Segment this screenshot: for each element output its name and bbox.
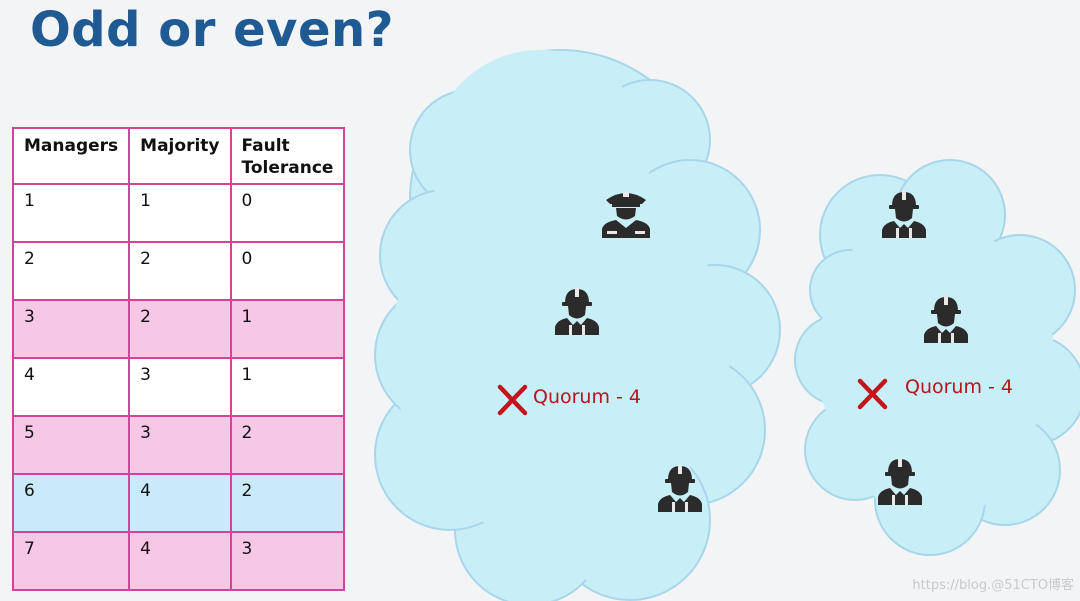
cell-majority: 3 — [128, 415, 232, 475]
cell-majority: 4 — [128, 473, 232, 533]
left-quorum-label: Quorum - 4 — [533, 386, 642, 408]
right-cloud — [794, 159, 1080, 556]
cell-fault-tolerance: 0 — [229, 241, 346, 301]
failed-quorum-x-icon — [857, 378, 888, 410]
table-row: 6 4 2 — [11, 473, 346, 533]
cell-managers: 4 — [11, 357, 131, 417]
header-managers: Managers — [11, 127, 131, 185]
quorum-table: Managers Majority Fault Tolerance 1 1 0 … — [11, 127, 346, 591]
cell-majority: 4 — [128, 531, 232, 591]
cell-managers: 5 — [11, 415, 131, 475]
table-row: 7 4 3 — [11, 531, 346, 591]
cell-majority: 2 — [128, 241, 232, 301]
cell-fault-tolerance: 2 — [229, 473, 346, 533]
table-row: 5 3 2 — [11, 415, 346, 475]
failed-quorum-x-icon — [497, 384, 528, 416]
right-quorum-label: Quorum - 4 — [905, 376, 1014, 398]
cell-managers: 7 — [11, 531, 131, 591]
left-cloud — [374, 49, 781, 601]
cell-fault-tolerance: 2 — [229, 415, 346, 475]
table-row: 4 3 1 — [11, 357, 346, 417]
cell-fault-tolerance: 0 — [229, 183, 346, 243]
cell-fault-tolerance: 3 — [229, 531, 346, 591]
table-row: 3 2 1 — [11, 299, 346, 359]
header-fault-tolerance: Fault Tolerance — [229, 127, 346, 185]
cell-majority: 3 — [128, 357, 232, 417]
cell-fault-tolerance: 1 — [229, 299, 346, 359]
cell-majority: 2 — [128, 299, 232, 359]
table-row: 2 2 0 — [11, 241, 346, 301]
header-majority: Majority — [128, 127, 232, 185]
slide-title: Odd or even? — [30, 2, 395, 58]
table-row: 1 1 0 — [11, 183, 346, 243]
watermark: https://blog.@51CTO博客 — [912, 578, 1074, 593]
cell-majority: 1 — [128, 183, 232, 243]
cell-managers: 3 — [11, 299, 131, 359]
cell-managers: 2 — [11, 241, 131, 301]
table-header-row: Managers Majority Fault Tolerance — [11, 127, 346, 185]
cell-managers: 1 — [11, 183, 131, 243]
cell-fault-tolerance: 1 — [229, 357, 346, 417]
cell-managers: 6 — [11, 473, 131, 533]
